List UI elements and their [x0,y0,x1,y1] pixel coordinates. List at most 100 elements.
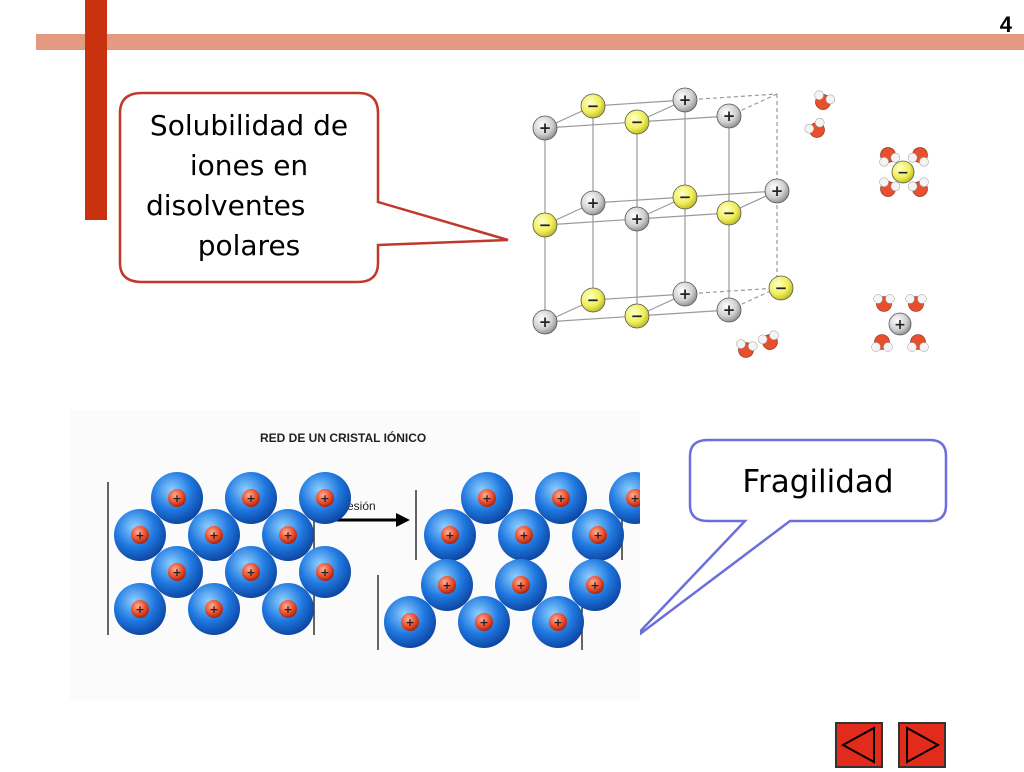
ionic-crystal-figure: RED DE UN CRISTAL IÓNICO Presión −−−+++−… [70,410,640,700]
prev-slide-button[interactable] [835,722,883,768]
cation-ion: + [716,103,742,129]
svg-text:+: + [283,529,292,542]
small-cation-sphere: + [242,489,260,507]
svg-text:+: + [556,492,565,505]
svg-text:+: + [516,579,525,592]
cation-ion: + [580,190,606,216]
small-cation-sphere: + [438,576,456,594]
triangle-right-icon [898,722,946,768]
svg-text:+: + [894,317,906,333]
svg-text:+: + [135,603,144,616]
svg-text:+: + [209,603,218,616]
anion-ion: − [716,200,742,226]
cation-ion: + [532,309,558,335]
fragility-callout-text: Fragilidad [742,464,894,500]
svg-text:+: + [679,91,692,109]
small-cation-sphere: + [279,600,297,618]
svg-text:−: − [631,113,644,131]
water-molecule [907,147,929,167]
small-cation-sphere: + [626,489,640,507]
small-cation-sphere: + [131,600,149,618]
water-molecule [905,294,927,312]
svg-text:+: + [172,492,181,505]
small-cation-sphere: + [586,576,604,594]
anion-ion: − [580,287,606,313]
slide-number: 4 [999,12,1012,37]
small-cation-sphere: + [242,563,260,581]
cation-ion: + [532,115,558,141]
small-cation-sphere: + [589,526,607,544]
svg-text:+: + [587,194,600,212]
water-molecule [757,330,779,350]
svg-text:+: + [320,492,329,505]
svg-text:+: + [172,566,181,579]
svg-text:+: + [771,182,784,200]
small-cation-sphere: + [515,526,533,544]
svg-text:−: − [897,165,909,181]
svg-text:+: + [553,616,562,629]
water-molecule [879,177,901,197]
small-cation-sphere: + [552,489,570,507]
svg-text:+: + [519,529,528,542]
anion-ion: − [580,93,606,119]
solubility-line-3: disolventes [146,189,306,222]
header-rule [36,34,1024,50]
svg-text:+: + [679,285,692,303]
svg-text:+: + [723,107,736,125]
next-slide-button[interactable] [898,722,946,768]
small-cation-sphere: + [549,613,567,631]
anion-ion: − [624,109,650,135]
water-molecule [879,147,901,167]
svg-text:−: − [775,279,788,297]
svg-text:+: + [209,529,218,542]
cation-ion: + [624,206,650,232]
small-cation-sphere: + [168,489,186,507]
svg-text:+: + [723,301,736,319]
svg-text:−: − [723,204,736,222]
small-cation-sphere: + [441,526,459,544]
svg-text:+: + [246,492,255,505]
anion-ion: − [768,275,794,301]
svg-text:−: − [631,307,644,325]
svg-text:+: + [479,616,488,629]
pressure-arrow [332,513,410,527]
svg-text:+: + [320,566,329,579]
small-cation-sphere: + [131,526,149,544]
svg-text:−: − [679,188,692,206]
small-cation-sphere: + [205,526,223,544]
water-molecule [736,339,758,358]
small-cation-sphere: + [401,613,419,631]
small-cation-sphere: + [316,563,334,581]
svg-text:+: + [442,579,451,592]
triangle-left-icon [835,722,883,768]
cation-ion: + [672,281,698,307]
cation-ion: + [716,297,742,323]
hydrated-cation: + [888,312,912,336]
small-cation-sphere: + [316,489,334,507]
svg-text:+: + [593,529,602,542]
water-molecule [871,334,893,352]
small-cation-sphere: + [205,600,223,618]
water-molecule [907,334,929,352]
svg-text:+: + [135,529,144,542]
small-cation-sphere: + [512,576,530,594]
anion-ion: − [672,184,698,210]
water-molecule [873,294,895,312]
solubility-callout-text: Solubilidad de iones en disolventes pola… [120,106,378,266]
svg-text:+: + [539,119,552,137]
svg-text:−: − [587,291,600,309]
svg-text:+: + [482,492,491,505]
solubility-line-1: Solubilidad de [149,109,349,142]
svg-text:+: + [539,313,552,331]
anion-ion: − [624,303,650,329]
water-molecule [907,177,929,197]
anion-ion: − [532,212,558,238]
small-cation-sphere: + [279,526,297,544]
accent-bar [85,0,107,220]
cation-ion: + [672,87,698,113]
svg-text:+: + [630,492,639,505]
hydrated-anion: − [891,160,915,184]
svg-text:+: + [445,529,454,542]
